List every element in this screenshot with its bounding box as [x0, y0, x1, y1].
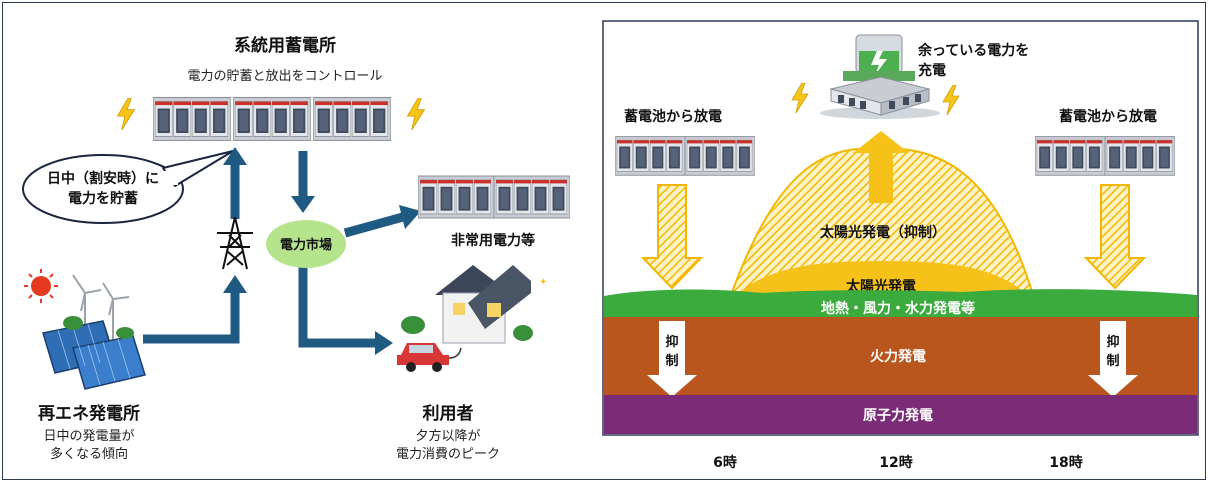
discharge-left-battery [615, 137, 685, 176]
time-label-12: 12時 [879, 454, 912, 471]
electric-car-icon [397, 343, 449, 372]
discharge-left-battery [685, 137, 755, 176]
charge-up-arrow [853, 131, 909, 203]
suppress-left-arrow [647, 321, 697, 397]
thermal-label: 火力発電 [870, 348, 926, 365]
renewable-line-1: 日中の発電量が [43, 429, 134, 444]
suppress-left-char-1: 抑 [665, 334, 678, 350]
storage-subtitle: 電力の貯蓄と放出をコントロール [187, 69, 382, 84]
bubble-line-2: 電力を貯蓄 [68, 190, 138, 207]
solar-panel-icon [42, 320, 146, 390]
discharge-right-battery [1035, 137, 1105, 176]
wind-turbine-icon [72, 274, 130, 343]
svg-text:✦: ✦ [539, 277, 547, 288]
charge-line-2: 充電 [918, 62, 946, 79]
charging-station-illustration [820, 34, 940, 119]
emergency-label: 非常用電力等 [451, 232, 535, 249]
user-line-1: 夕方以降が [415, 428, 480, 444]
discharge-right-battery [1105, 137, 1175, 176]
emergency-battery-array [418, 176, 570, 218]
market-label: 電力市場 [280, 237, 332, 253]
house-illustration: ✦ [397, 265, 547, 372]
geothermal-label: 地熱・風力・水力発電等 [821, 300, 975, 317]
charge-line-1: 余っている電力を [917, 42, 1029, 59]
discharge-left-arrow [640, 184, 704, 290]
storage-battery-array [153, 97, 391, 140]
arrow-renewable-to-tower [143, 293, 240, 344]
renewable-plant-illustration [24, 269, 146, 390]
storage-title: 系統用蓄電所 [234, 35, 336, 56]
bolt-icon [407, 98, 425, 130]
suppress-right-char-2: 制 [1106, 353, 1119, 369]
flow-arrows [143, 151, 405, 348]
left-panel: 系統用蓄電所 電力の貯蓄と放出をコントロール 日中（割安時）に 電力を貯蓄 [22, 35, 570, 462]
arrow-heads [223, 147, 421, 355]
time-label-18: 18時 [1049, 454, 1082, 471]
renewable-line-2: 多くなる傾向 [50, 446, 128, 462]
discharge-right-arrow [1083, 184, 1147, 290]
user-line-2: 電力消費のピーク [396, 447, 500, 462]
right-panel: 余っている電力を 充電 蓄電池から放電 蓄電池から放電 太陽光発電（抑制） 太陽… [602, 20, 1199, 471]
bubble-line-1: 日中（割安時）に [47, 170, 159, 187]
geothermal-band [604, 289, 1197, 317]
arrow-market-to-user [298, 265, 375, 348]
arrow-market-to-emergency [343, 212, 405, 238]
speech-bubble: 日中（割安時）に 電力を貯蓄 [22, 150, 234, 224]
bolt-icon [117, 98, 135, 130]
market-circle [266, 220, 346, 268]
user-title: 利用者 [423, 403, 474, 424]
transmission-tower-icon [217, 216, 253, 270]
diagram-canvas: 系統用蓄電所 電力の貯蓄と放出をコントロール 日中（割安時）に 電力を貯蓄 [22, 20, 1199, 471]
solar-area [738, 261, 1025, 293]
sun-icon [31, 276, 51, 296]
time-label-6: 6時 [713, 454, 737, 471]
nuclear-label: 原子力発電 [863, 407, 933, 424]
renewable-title: 再エネ発電所 [38, 403, 140, 424]
suppress-left-char-2: 制 [665, 353, 678, 369]
suppress-right-arrow [1088, 321, 1138, 397]
solar-curtailed-label: 太陽光発電（抑制） [820, 224, 946, 241]
suppress-right-char-1: 抑 [1106, 334, 1119, 350]
nuclear-band [604, 395, 1197, 434]
discharge-left-label: 蓄電池から放電 [624, 108, 722, 125]
discharge-right-label: 蓄電池から放電 [1059, 108, 1157, 125]
